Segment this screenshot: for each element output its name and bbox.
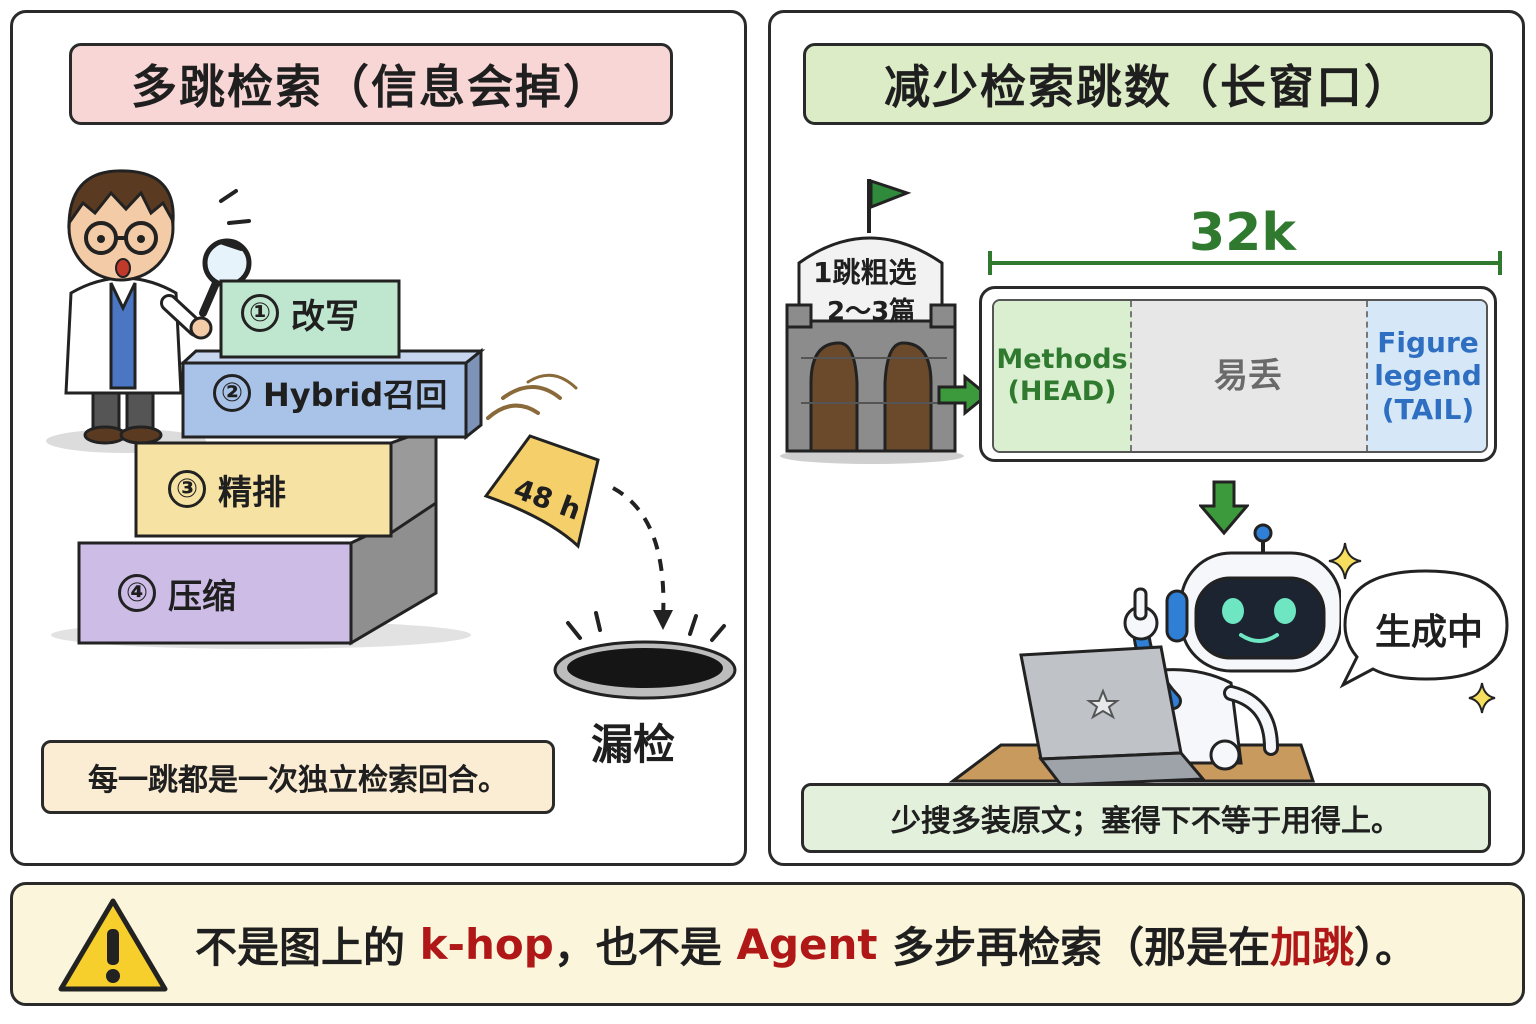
gate-label-line2: 2～3篇 bbox=[827, 297, 916, 327]
warning-text-part3: 多步再检索（那是在 bbox=[877, 922, 1271, 972]
step-3-text: 精排 bbox=[218, 472, 286, 513]
window-size-bracket bbox=[988, 251, 1502, 275]
warning-text-part4: ）。 bbox=[1354, 922, 1418, 972]
long-window-note: 少搜多装原文；塞得下不等于用得上。 bbox=[801, 783, 1491, 853]
tail-segment-title: Figure bbox=[1377, 325, 1479, 359]
khop-highlight: k-hop bbox=[419, 919, 554, 969]
warning-text-part2: ，也不是 bbox=[553, 922, 737, 972]
context-window-inner: Methods (HEAD) 易丢 Figure legend (TAIL) bbox=[992, 299, 1488, 453]
multi-hop-title: 多跳检索（信息会掉） bbox=[69, 43, 673, 125]
head-segment: Methods (HEAD) bbox=[994, 301, 1132, 451]
arrow-down-icon bbox=[1199, 480, 1249, 536]
middle-segment: 易丢 bbox=[1132, 301, 1364, 451]
step-1-label: ① 改写 bbox=[241, 285, 359, 341]
long-window-panel: 减少检索跳数（长窗口） 1跳粗选 2～3篇 32k Methods (HEAD) bbox=[768, 10, 1525, 866]
tail-segment-tag: (TAIL) bbox=[1381, 392, 1475, 426]
multi-hop-note: 每一跳都是一次独立检索回合。 bbox=[41, 740, 555, 814]
gate-label-line1: 1跳粗选 bbox=[813, 256, 917, 289]
long-window-title: 减少检索跳数（长窗口） bbox=[803, 43, 1493, 125]
speech-bubble-text: 生成中 bbox=[1375, 612, 1484, 653]
agent-highlight: Agent bbox=[736, 919, 878, 969]
context-window: Methods (HEAD) 易丢 Figure legend (TAIL) bbox=[979, 286, 1497, 462]
multi-hop-panel: 多跳检索（信息会掉） bbox=[10, 10, 747, 866]
sparkle-icon bbox=[1468, 682, 1496, 714]
tail-segment-subtitle: legend bbox=[1374, 359, 1482, 393]
step-4-text: 压缩 bbox=[168, 576, 236, 617]
head-segment-tag: (HEAD) bbox=[1007, 376, 1117, 407]
scientist-illustration bbox=[46, 169, 252, 453]
middle-segment-label: 易丢 bbox=[1214, 355, 1282, 396]
step-4-number: ④ bbox=[118, 574, 156, 612]
warning-banner: 不是图上的 k-hop，也不是 Agent 多步再检索（那是在加跳）。 bbox=[10, 882, 1525, 1006]
tail-segment: Figure legend (TAIL) bbox=[1366, 301, 1486, 451]
step-3-number: ③ bbox=[168, 470, 206, 508]
step-4-label: ④ 压缩 bbox=[118, 565, 236, 621]
head-segment-title: Methods bbox=[996, 343, 1128, 375]
step-2-label: ② Hybrid召回 bbox=[213, 365, 447, 421]
step-1-number: ① bbox=[241, 294, 279, 332]
step-1-text: 改写 bbox=[291, 296, 359, 337]
warning-text-part1: 不是图上的 bbox=[195, 922, 420, 972]
step-2-text: Hybrid召回 bbox=[263, 376, 448, 414]
sparkle-icon bbox=[1328, 542, 1362, 580]
add-hop-highlight: 加跳 bbox=[1270, 922, 1355, 972]
warning-icon bbox=[58, 898, 168, 992]
step-2-number: ② bbox=[213, 374, 251, 412]
falling-note-illustration bbox=[483, 373, 737, 700]
step-3-label: ③ 精排 bbox=[168, 461, 286, 517]
castle-gate-illustration bbox=[780, 178, 964, 464]
speech-bubble bbox=[1339, 569, 1509, 689]
window-size-label: 32k bbox=[1189, 203, 1296, 263]
arrow-right-icon bbox=[937, 373, 989, 417]
missed-retrieval-label: 漏检 bbox=[591, 720, 676, 769]
warning-text: 不是图上的 k-hop，也不是 Agent 多步再检索（那是在加跳）。 bbox=[195, 885, 1417, 1003]
robot-illustration bbox=[948, 523, 1341, 787]
